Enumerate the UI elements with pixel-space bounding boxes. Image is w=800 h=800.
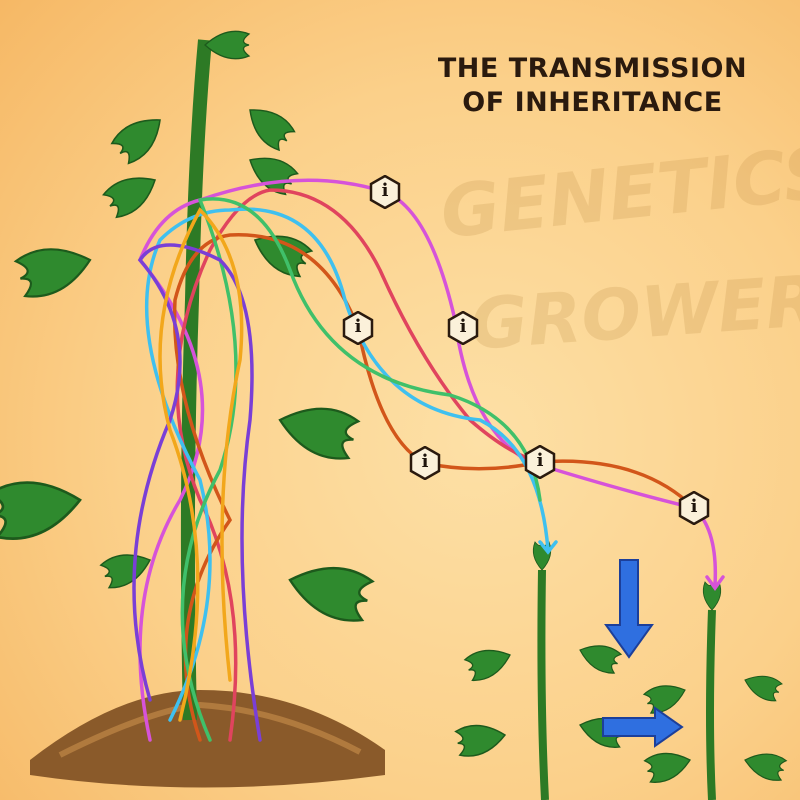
leaf xyxy=(642,685,686,714)
info-button[interactable]: i xyxy=(408,445,442,481)
main-plant xyxy=(180,39,212,721)
leaf xyxy=(0,481,82,540)
hexagon-info-icon xyxy=(409,445,441,481)
title-line-1: THE TRANSMISSION xyxy=(437,53,748,84)
leaf xyxy=(204,30,251,60)
leaf xyxy=(744,675,783,702)
gene-strand-yellow xyxy=(158,207,244,722)
gene-strand-green xyxy=(180,197,542,742)
gene-strand-red xyxy=(175,188,542,742)
arrowhead-cyan xyxy=(538,540,558,555)
leaf xyxy=(99,554,152,589)
leaf xyxy=(278,407,361,460)
hexagon-info-icon xyxy=(342,310,374,346)
title-line-2: OF INHERITANCE xyxy=(462,87,723,118)
page-title: THE TRANSMISSION OF INHERITANCE xyxy=(420,52,765,120)
blue-arrow-down xyxy=(604,559,654,659)
hexagon-info-icon xyxy=(369,174,401,210)
info-glyph: i xyxy=(536,450,544,471)
blue-arrow-right xyxy=(602,706,684,748)
info-glyph: i xyxy=(381,180,389,201)
leaf xyxy=(744,753,788,781)
info-glyph: i xyxy=(421,451,429,472)
leaf xyxy=(288,566,375,622)
hexagon-info-icon xyxy=(524,444,556,480)
arrowhead-magenta xyxy=(705,575,725,591)
soil xyxy=(30,690,385,788)
offspring-plant-2 xyxy=(706,609,716,800)
info-button[interactable]: i xyxy=(446,310,480,346)
info-glyph: i xyxy=(690,496,698,517)
leaf xyxy=(454,724,507,757)
leaf xyxy=(643,752,691,783)
leaf xyxy=(579,645,623,674)
info-button[interactable]: i xyxy=(523,444,557,480)
leaf xyxy=(13,248,92,298)
leaf xyxy=(102,177,157,219)
gene-strand-purple xyxy=(132,243,262,742)
leaf xyxy=(463,649,511,682)
info-button[interactable]: i xyxy=(341,310,375,346)
leaf xyxy=(110,119,161,165)
leaf xyxy=(249,109,296,152)
offspring-plant-1 xyxy=(537,569,549,800)
hexagon-info-icon xyxy=(447,310,479,346)
info-button[interactable]: i xyxy=(677,490,711,526)
info-button[interactable]: i xyxy=(368,174,402,210)
info-glyph: i xyxy=(459,316,467,337)
info-glyph: i xyxy=(354,316,362,337)
hexagon-info-icon xyxy=(678,490,710,526)
